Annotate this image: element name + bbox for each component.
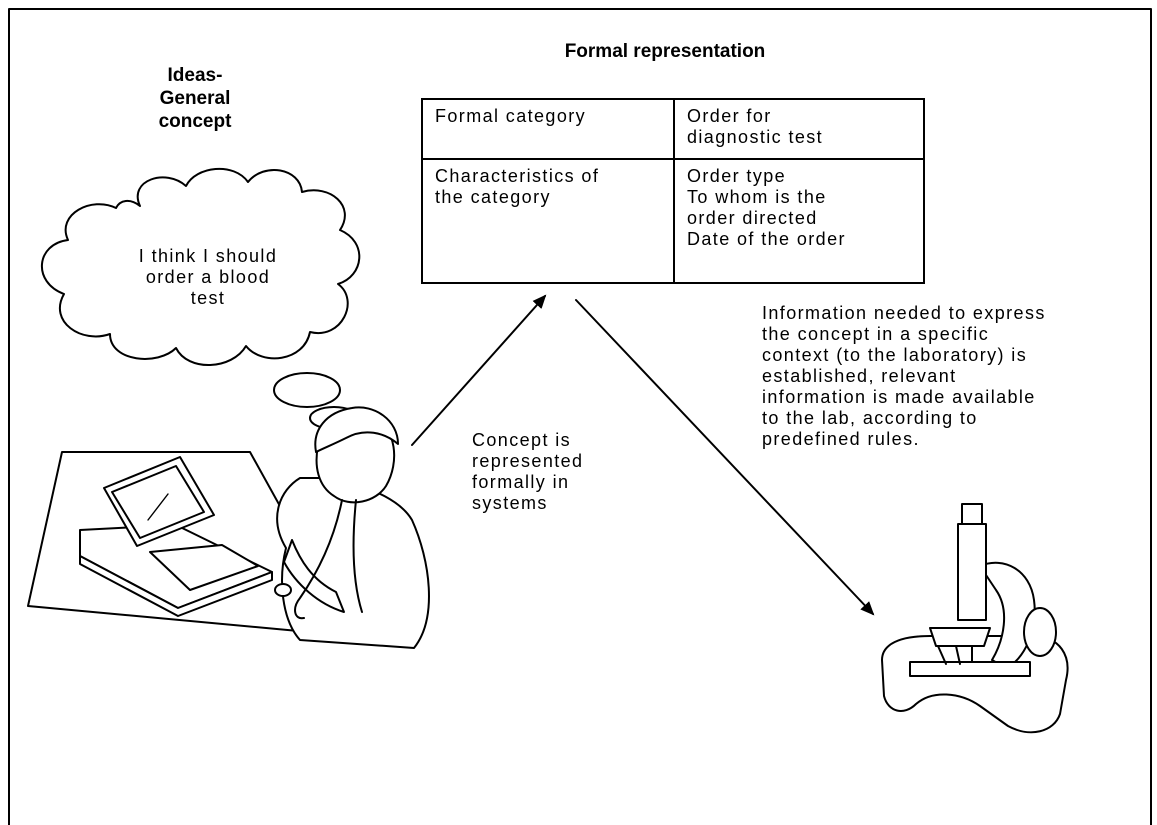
cell-line: To whom is the [687,187,827,207]
cell-line: order directed [687,208,818,228]
microscope-nosepiece [929,627,991,647]
table-row: Formal category Order for diagnostic tes… [421,98,925,160]
cell-line: Order for [687,106,772,126]
concept-represented-note: Concept is represented formally in syste… [472,430,583,514]
heading-line: Ideas- [167,65,223,86]
thought-bubble-text: I think I should order a blood test [92,246,324,309]
laptop-keyboard [149,544,259,591]
ideas-general-concept-heading: Ideas- General concept [130,64,260,133]
microscope-eyepiece [961,503,983,525]
information-needed-note: Information needed to express the concep… [762,303,1046,450]
thought-line: test [190,288,226,308]
note-line: Concept is [472,430,572,450]
objective-lenses [937,645,973,665]
note-line: to the lab, according to [762,408,978,428]
thought-bubble-large [273,372,341,408]
arrow-to-laboratory [575,299,875,616]
doctor-illustration [27,406,430,649]
note-line: the concept in a specific [762,324,990,344]
doctor-hair [314,406,399,453]
table-cell-value: Order for diagnostic test [673,98,925,160]
table-cell-value: Order type To whom is the order directed… [673,158,925,284]
focus-knob [1023,607,1057,657]
note-line: represented [472,451,584,471]
laptop-screen [111,465,205,539]
microscope-illustration [881,503,1069,734]
thought-line: order a blood [145,267,271,287]
outer-frame [8,8,1152,825]
stethoscope [294,499,363,620]
cell-line: Order type [687,166,787,186]
cell-line: the category [435,187,551,207]
heading-line: General [159,88,231,109]
formal-representation-heading: Formal representation [564,41,766,62]
microscope-base [881,635,1069,734]
cell-line: diagnostic test [687,127,824,147]
formal-representation-table: Formal category Order for diagnostic tes… [421,98,925,284]
stethoscope-chest-piece [274,583,292,597]
cell-line: Formal category [435,106,587,126]
note-line: Information needed to express [762,303,1046,323]
arrow-to-formal-representation [411,294,547,446]
note-line: predefined rules. [762,429,920,449]
table-cell-label: Formal category [421,98,675,160]
thought-line: I think I should [138,246,278,266]
table-cell-label: Characteristics of the category [421,158,675,284]
table-row: Characteristics of the category Order ty… [421,158,925,284]
note-line: context (to the laboratory) is [762,345,1028,365]
cell-line: Characteristics of [435,166,600,186]
note-line: systems [472,493,548,513]
heading-line: concept [158,111,232,132]
note-line: information is made available [762,387,1036,407]
note-line: established, relevant [762,366,957,386]
cell-line: Date of the order [687,229,846,249]
laptop-base-edge [79,555,273,617]
note-line: formally in [472,472,570,492]
microscope-stage [909,661,1031,677]
microscope-body-tube [957,523,987,621]
